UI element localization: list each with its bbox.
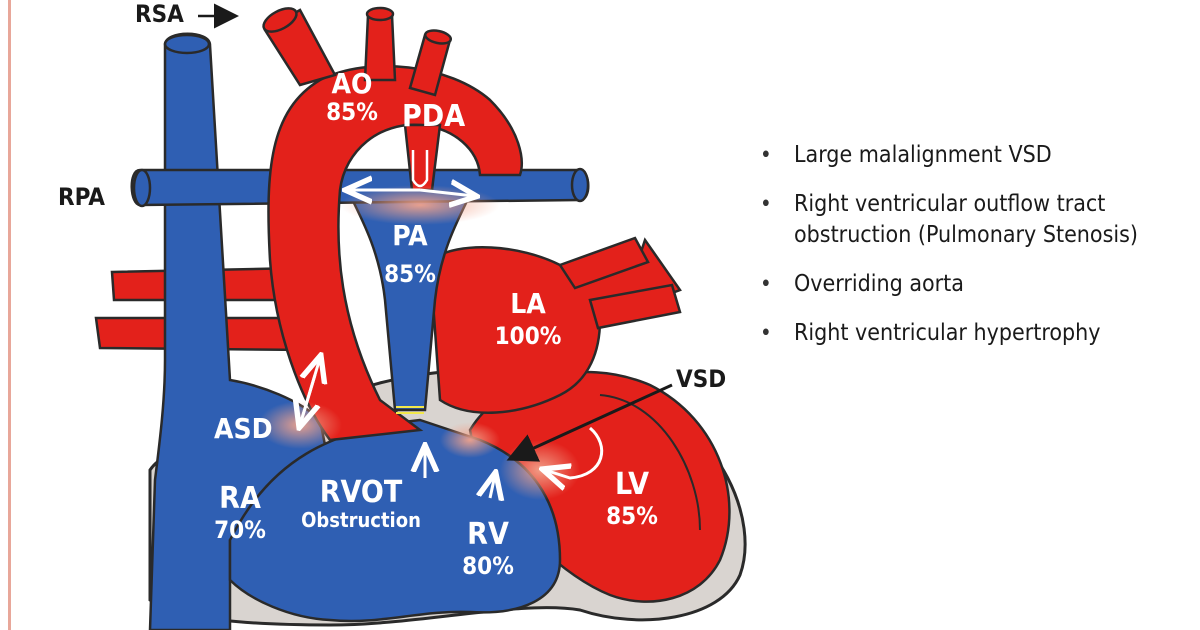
lv-saturation: 85% xyxy=(606,502,658,530)
rv-label: RV 80% xyxy=(458,517,518,580)
rvot-obstruction-text: Obstruction xyxy=(301,508,421,532)
pda-label: PDA xyxy=(402,99,466,134)
pa-branch-arrow-right xyxy=(419,190,474,196)
rpa-label: RPA xyxy=(58,183,105,211)
rsa-label: RSA xyxy=(135,0,184,28)
rvot-mixing-glow xyxy=(440,422,500,458)
pda-flow-mark xyxy=(411,150,429,188)
ra-name: RA xyxy=(219,481,261,516)
rv-name: RV xyxy=(467,517,509,552)
rpa-opening xyxy=(132,168,152,208)
list-item: Right ventricular hypertrophy xyxy=(760,318,1190,349)
list-item: Overriding aorta xyxy=(760,269,1190,300)
asd-arrow-up xyxy=(298,358,320,426)
rv-saturation: 80% xyxy=(462,552,514,580)
ra-saturation: 70% xyxy=(214,516,266,544)
la-name: LA xyxy=(510,287,546,320)
ra-label: RA 70% xyxy=(208,481,272,544)
svc-opening xyxy=(163,33,211,55)
aorta xyxy=(267,64,523,442)
heart-diagram xyxy=(94,3,747,630)
la-label: LA 100% xyxy=(490,287,566,350)
aorta-name: AO xyxy=(331,67,373,100)
lv-name: LV xyxy=(615,467,649,502)
aorta-saturation: 85% xyxy=(326,98,378,126)
rsa-opening xyxy=(262,7,298,33)
vsd-mixing-glow xyxy=(500,440,580,500)
asd-label: ASD xyxy=(214,412,273,445)
left-border-rule xyxy=(8,0,11,630)
la-saturation: 100% xyxy=(494,322,562,350)
aorta-label: AO 85% xyxy=(320,67,384,126)
pulmonary-vein-upper-left xyxy=(558,236,650,290)
features-list: Large malalignment VSD Right ventricular… xyxy=(760,140,1190,367)
lpa-opening xyxy=(570,167,590,203)
vsd-pointer-arrow xyxy=(506,383,673,462)
left-atrium xyxy=(428,237,682,414)
vsd-label: VSD xyxy=(676,365,727,393)
pa-label: PA 85% xyxy=(378,219,442,288)
rvot-name: RVOT xyxy=(319,475,403,510)
rvot-label: RVOT Obstruction xyxy=(296,475,426,532)
lv-label: LV 85% xyxy=(600,467,664,530)
pa-name: PA xyxy=(392,219,428,252)
list-item: Large malalignment VSD xyxy=(760,140,1190,171)
rv-arrow xyxy=(490,475,495,498)
lv-curved-arrow xyxy=(545,426,604,478)
list-item: Right ventricular outflow tract obstruct… xyxy=(760,189,1190,251)
pa-saturation: 85% xyxy=(384,260,436,288)
pulmonary-vein-lower-left xyxy=(588,283,682,330)
